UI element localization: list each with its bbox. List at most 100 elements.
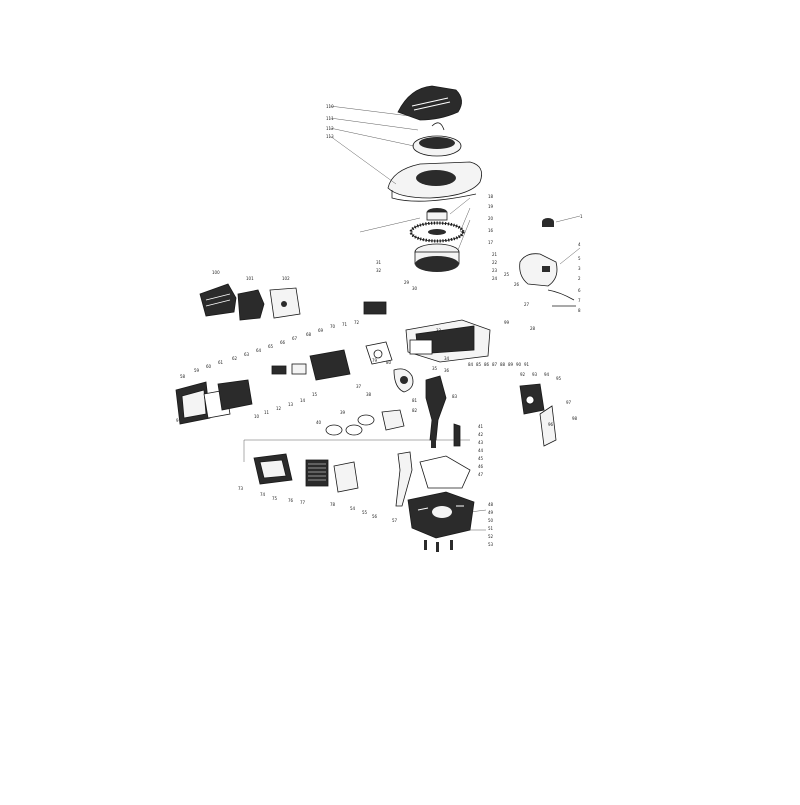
callout-53: 53	[488, 542, 494, 547]
callout-13: 13	[288, 402, 294, 407]
callout-48: 48	[488, 502, 494, 507]
leader-lines	[243, 105, 581, 531]
sump-gasket	[419, 455, 471, 489]
callout-45: 45	[478, 456, 484, 461]
callout-25: 25	[504, 272, 510, 277]
callout-52: 52	[488, 534, 494, 539]
callout-23: 23	[492, 268, 498, 273]
camshaft	[453, 423, 461, 447]
callout-59: 59	[194, 368, 200, 373]
callout-44: 44	[478, 448, 484, 453]
callout-10: 10	[254, 414, 260, 419]
callout-17: 17	[488, 240, 494, 245]
callout-111: 111	[326, 116, 334, 121]
throttle-linkage	[393, 368, 414, 393]
callout-113: 113	[326, 134, 334, 139]
callout-64: 64	[256, 348, 262, 353]
callout-34: 34	[444, 356, 450, 361]
callout-66: 66	[280, 340, 286, 345]
muffler-guard	[269, 287, 301, 319]
callout-63: 63	[244, 352, 250, 357]
cylinder-block	[405, 319, 491, 363]
cooling-fan	[409, 221, 465, 243]
callout-99: 99	[504, 320, 510, 325]
recoil-pulley	[412, 122, 462, 157]
callout-71: 71	[342, 322, 348, 327]
callout-112: 112	[326, 126, 334, 131]
fuel-cap	[542, 218, 554, 227]
callout-83: 83	[452, 394, 458, 399]
callout-92: 92	[520, 372, 526, 377]
callout-72: 72	[354, 320, 360, 325]
callout-85: 85	[476, 362, 482, 367]
callout-1: 1	[580, 214, 583, 219]
callout-69: 69	[318, 328, 324, 333]
ignition-coil	[363, 301, 387, 315]
callout-49: 49	[488, 510, 494, 515]
callout-74: 74	[260, 492, 266, 497]
intake-duct	[253, 453, 293, 485]
callout-65: 65	[268, 344, 274, 349]
callout-12: 12	[276, 406, 282, 411]
callout-14: 14	[300, 398, 306, 403]
callout-15: 15	[312, 392, 318, 397]
control-lever	[539, 405, 557, 447]
callout-38: 38	[366, 392, 372, 397]
callout-79: 79	[372, 358, 378, 363]
callout-20: 20	[488, 216, 494, 221]
muffler-body	[237, 289, 265, 321]
callout-5: 5	[578, 256, 581, 261]
piston	[381, 409, 405, 431]
callout-93: 93	[532, 372, 538, 377]
flywheel-cup	[426, 208, 448, 221]
callout-90: 90	[516, 362, 522, 367]
callout-89: 89	[508, 362, 514, 367]
callout-51: 51	[488, 526, 494, 531]
callout-28: 28	[530, 326, 536, 331]
callout-56: 56	[372, 514, 378, 519]
callout-76: 76	[288, 498, 294, 503]
callout-60: 60	[206, 364, 212, 369]
callout-80: 80	[386, 360, 392, 365]
starter-handle	[397, 85, 462, 121]
callout-21: 21	[492, 252, 498, 257]
callout-24: 24	[492, 276, 498, 281]
fuel-line	[547, 289, 576, 307]
pre-filter-foam	[333, 461, 359, 493]
filter-element	[305, 459, 329, 487]
callout-16: 16	[488, 228, 494, 233]
callout-67: 67	[292, 336, 298, 341]
callout-2: 2	[578, 276, 581, 281]
callout-78: 78	[330, 502, 336, 507]
callout-61: 61	[218, 360, 224, 365]
head-gasket	[365, 341, 393, 365]
callout-73: 73	[238, 486, 244, 491]
callout-88: 88	[500, 362, 506, 367]
crankcase-cover	[407, 491, 475, 539]
callout-29: 29	[404, 280, 410, 285]
sump-bolts	[424, 540, 453, 552]
callout-55: 55	[362, 510, 368, 515]
callout-8: 8	[578, 308, 581, 313]
carburettor	[271, 349, 351, 381]
callout-46: 46	[478, 464, 484, 469]
callout-18: 18	[488, 194, 494, 199]
fuel-tank	[519, 253, 558, 287]
oil-dipstick	[395, 451, 413, 507]
callout-102: 102	[282, 276, 290, 281]
callout-9: 9	[176, 418, 179, 423]
callout-91: 91	[524, 362, 530, 367]
callout-40: 40	[316, 420, 322, 425]
callout-54: 54	[350, 506, 356, 511]
air-filter-housing	[217, 379, 253, 411]
starter-housing	[387, 161, 483, 202]
callout-81: 81	[412, 398, 418, 403]
callout-33: 33	[436, 328, 442, 333]
callout-27: 27	[524, 302, 530, 307]
callout-31: 31	[376, 260, 382, 265]
governor-bracket	[519, 383, 545, 415]
callout-26: 26	[514, 282, 520, 287]
callout-41: 41	[478, 424, 484, 429]
callout-82: 82	[412, 408, 418, 413]
callout-77: 77	[300, 500, 306, 505]
